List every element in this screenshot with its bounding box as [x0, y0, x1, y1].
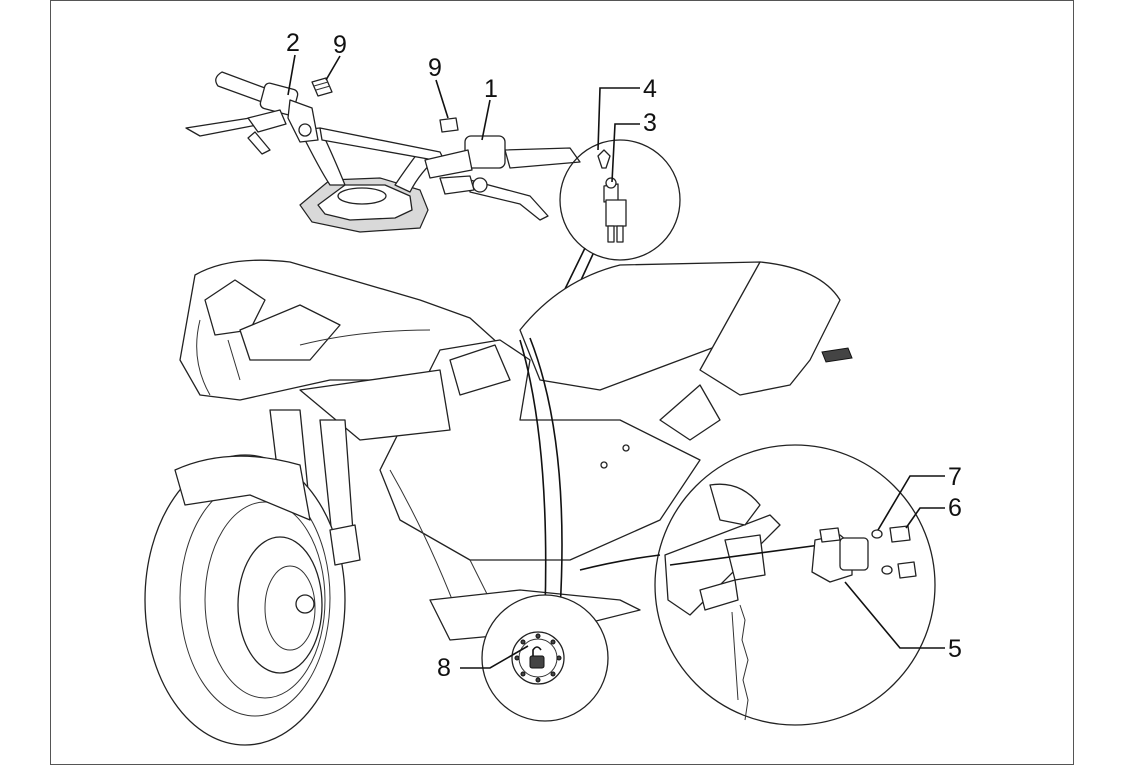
- callout-3: 3: [643, 109, 657, 137]
- callout-2: 2: [286, 29, 300, 57]
- motorcycle-outline: [144, 259, 853, 746]
- callout-6: 6: [948, 494, 962, 522]
- right-grip-and-switch: [424, 135, 581, 221]
- saddle-lock-detail: [579, 444, 936, 726]
- callout-5: 5: [948, 635, 962, 663]
- callout-9-right: 9: [428, 54, 442, 82]
- callout-9-left: 9: [333, 31, 347, 59]
- diagram-frame: [50, 0, 1074, 765]
- leader-lines: [287, 54, 945, 669]
- lock-icon: [529, 646, 545, 669]
- ignition-switch-detail: [481, 337, 609, 722]
- handlebar-assembly: [299, 127, 446, 233]
- callout-8: 8: [437, 654, 451, 682]
- switch-button-part-9-right: [439, 117, 459, 133]
- callout-1: 1: [484, 75, 498, 103]
- callout-7: 7: [948, 463, 962, 491]
- switch-button-part-9-left: [311, 77, 333, 97]
- callout-4: 4: [643, 75, 657, 103]
- left-grip-and-switch: [185, 71, 319, 155]
